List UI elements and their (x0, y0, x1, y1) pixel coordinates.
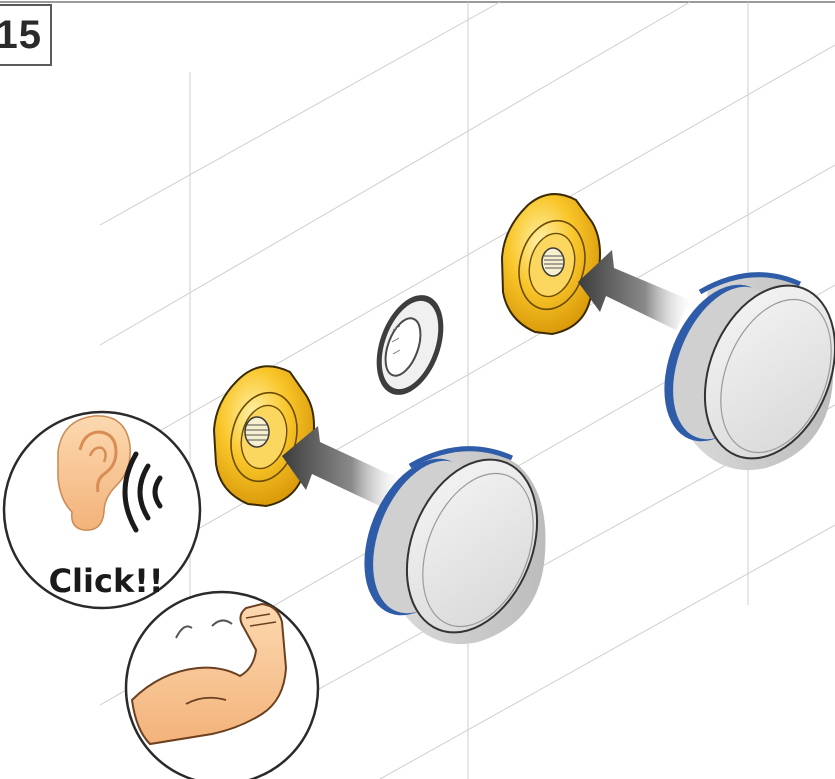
spline-shaft-lower (245, 417, 269, 447)
mounting-plate-upper (502, 194, 600, 334)
spacer-ring (364, 286, 456, 404)
spline-shaft-upper (542, 248, 564, 276)
mounting-plate-lower (214, 366, 314, 506)
step-number: 15 (0, 4, 52, 66)
sound-callout: Click!! (4, 412, 200, 608)
force-callout (126, 592, 318, 779)
click-sound-text: Click!! (49, 562, 164, 600)
